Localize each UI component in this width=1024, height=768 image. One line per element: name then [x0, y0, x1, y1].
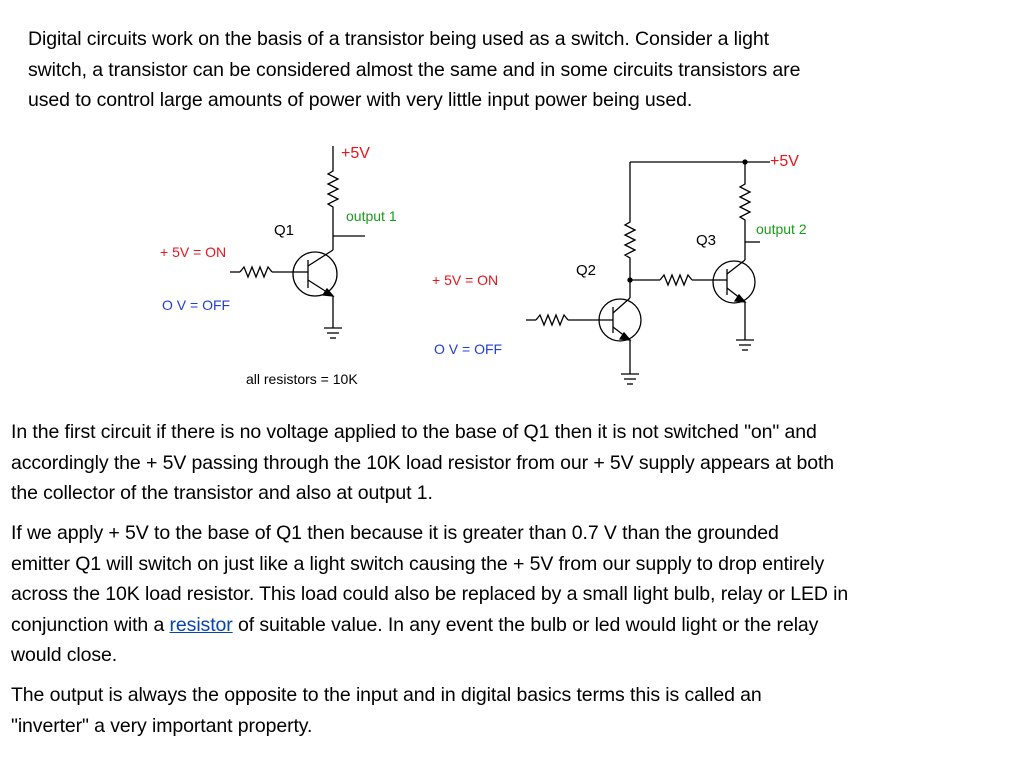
- q2-load-resistor: [623, 218, 637, 262]
- para2-line4-start: conjunction with a: [11, 613, 170, 636]
- circuit-1: [230, 146, 365, 339]
- q2-emitter-arrow: [618, 331, 632, 341]
- para2-line: If we apply + 5V to the base of Q1 then …: [11, 522, 779, 544]
- resistor-link[interactable]: resistor: [169, 613, 233, 636]
- switch-on-paragraph: If we apply + 5V to the base of Q1 then …: [11, 518, 1019, 671]
- resistor-note: all resistors = 10K: [246, 371, 358, 387]
- output-2-label: output 2: [756, 221, 807, 237]
- para2-line: emitter Q1 will switch on just like a li…: [11, 552, 825, 575]
- para2-line: conjunction with a resistor of suitable …: [11, 610, 1019, 641]
- q2-label: Q2: [576, 262, 596, 279]
- circuit-1-supply-label: +5V: [341, 145, 370, 162]
- output-1-label: output 1: [346, 208, 397, 224]
- inverter-paragraph: The output is always the opposite to the…: [11, 680, 1017, 741]
- q3-emitter-arrow: [733, 293, 747, 303]
- circuit-1-off-label: O V = OFF: [162, 297, 230, 313]
- para3-line: "inverter" a very important property.: [11, 714, 313, 737]
- q3-base-resistor: [659, 273, 693, 287]
- circuit-2: [526, 159, 770, 385]
- q3-label: Q3: [696, 232, 716, 249]
- para2-line4-end: of suitable value. In any event the bulb…: [232, 613, 819, 636]
- para2-line: across the 10K load resistor. This load …: [11, 583, 849, 606]
- circuit-2-supply-label: +5V: [770, 153, 799, 170]
- para1-line: accordingly the + 5V passing through the…: [11, 451, 835, 474]
- para1-line: In the first circuit if there is no volt…: [11, 421, 817, 443]
- q3-transistor-body: [712, 260, 756, 304]
- circuit-2-on-label: + 5V = ON: [432, 272, 498, 288]
- intro-line: used to control large amounts of power w…: [28, 89, 693, 112]
- para2-line: would close.: [11, 644, 118, 667]
- intro-paragraph: Digital circuits work on the basis of a …: [28, 24, 988, 116]
- base-resistor: [239, 265, 273, 279]
- circuit-1-on-label: + 5V = ON: [160, 244, 226, 260]
- para1-line: the collector of the transistor and also…: [11, 482, 433, 505]
- first-circuit-paragraph: In the first circuit if there is no volt…: [11, 417, 1017, 509]
- q2-base-resistor: [535, 313, 569, 327]
- intro-line: switch, a transistor can be considered a…: [28, 58, 801, 81]
- transistor-switch-diagram: +5V Q1 output 1 + 5V = ON O V = OFF all …: [160, 145, 807, 387]
- intro-line: Digital circuits work on the basis of a …: [28, 28, 769, 50]
- q1-label: Q1: [274, 222, 294, 239]
- load-resistor: [326, 166, 340, 214]
- q1-transistor-body: [292, 251, 338, 297]
- q1-emitter-arrow: [321, 287, 335, 297]
- para3-line: The output is always the opposite to the…: [11, 684, 762, 706]
- q3-load-resistor: [738, 180, 752, 226]
- circuit-2-off-label: O V = OFF: [434, 341, 502, 357]
